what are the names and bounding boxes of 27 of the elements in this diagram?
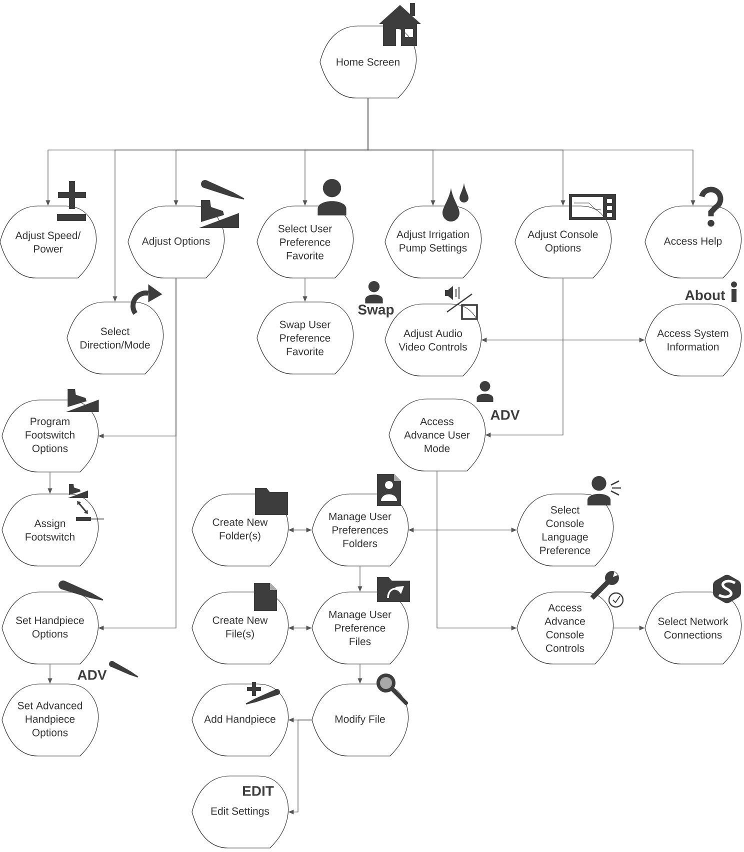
screen-node: Modify File [312, 684, 409, 756]
icon-caption: ADV [490, 410, 520, 420]
screen-node: Adjust Options [128, 206, 225, 278]
screen-node: Home Screen [320, 26, 417, 98]
icon-caption: About [685, 290, 726, 300]
screen-node: Set Handpiece Options [2, 592, 99, 664]
screen-node: Select Direction/Mode [66, 302, 164, 374]
screen-node: Add Handpiece [192, 684, 289, 756]
screen-node: Access Help [644, 206, 742, 278]
screen-node: Adjust Console Options [514, 206, 612, 278]
screen-node: Program Footswitch Options [2, 400, 99, 472]
screen-node: Access Advance Console Controls [516, 592, 614, 664]
screen-node: EDIT Edit Settings [192, 776, 289, 848]
screen-node: Access System Information [644, 304, 742, 376]
screen-node: Create New File(s) [192, 592, 289, 664]
screen-node: Select User Preference Favorite [256, 206, 354, 278]
screen-node: Manage User Preferences Folders [312, 494, 409, 566]
screen-node: Select Console Language Preference [516, 494, 614, 566]
screen-node: Adjust Irrigation Pump Settings [384, 206, 482, 278]
screen-node: Manage User Preference Files [312, 592, 409, 664]
screen-node: Access Advance User Mode [388, 398, 486, 472]
screen-node: Assign Footswitch [2, 494, 99, 566]
screen-node: Adjust Speed/ Power [0, 206, 97, 278]
screen-node: Select Network Connections [644, 592, 742, 664]
screen-node: Swap User Preference Favorite [256, 302, 354, 374]
screen-node: Set Advanced Handpiece Options [2, 684, 99, 756]
icon-caption: ADV [78, 670, 107, 680]
